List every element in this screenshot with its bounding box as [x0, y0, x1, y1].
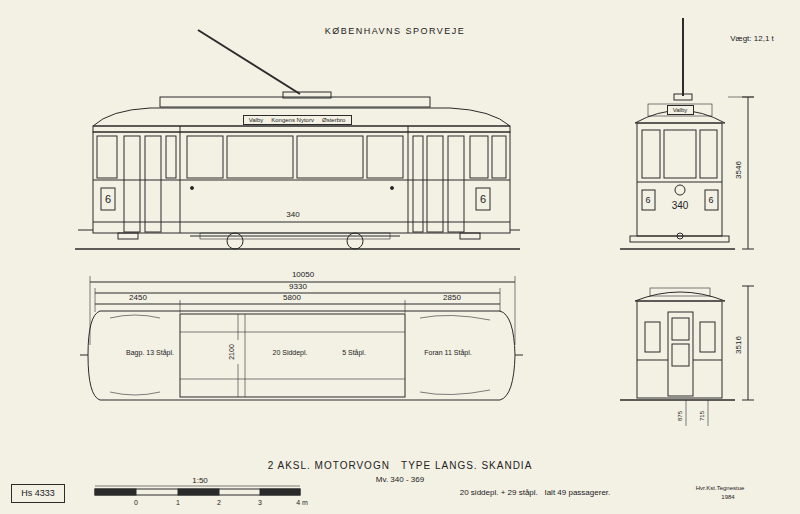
- dimension: 715: [699, 411, 705, 421]
- scale-number: 1: [176, 499, 180, 506]
- scale-number: 4 m: [296, 499, 308, 506]
- node-text: Valby: [249, 117, 264, 123]
- fleet-number: 340: [672, 201, 689, 211]
- capacity-note: 20 siddepl. + 29 ståpl. Ialt 49 passager…: [460, 489, 611, 497]
- destination-sign: Valby Kongens Nytorv Østerbro: [243, 115, 352, 125]
- route-number: 6: [645, 196, 650, 205]
- destination-sign: Valby: [667, 105, 694, 115]
- route-number: 6: [480, 194, 486, 205]
- dimension: 2450: [129, 294, 147, 302]
- series-note: Mv. 340 - 369: [376, 476, 424, 484]
- weight-note: Vægt: 12,1 t: [730, 35, 774, 43]
- drawing-caption: 2 AKSL. MOTORVOGN TYPE LANGS. SKANDIA: [268, 461, 533, 471]
- scale-number: 2: [217, 499, 221, 506]
- dimension: 9330: [289, 283, 307, 291]
- plan-note: 20 Siddepl.: [272, 349, 307, 356]
- node-text: Kongens Nytorv: [271, 117, 314, 123]
- dimension: 10050: [292, 271, 314, 279]
- dimension: 5800: [283, 294, 301, 302]
- drafter-note: Hvr.Kst.Tegnestue: [696, 485, 745, 491]
- scale-number: 3: [258, 499, 262, 506]
- dimension: 2850: [443, 294, 461, 302]
- fleet-number: 340: [286, 211, 299, 219]
- node-text: Valby: [673, 107, 688, 113]
- dimension: 3546: [735, 161, 743, 179]
- sheet-title: KØBENHAVNS SPORVEJE: [325, 27, 466, 36]
- dimension: 875: [677, 411, 683, 421]
- route-number: 6: [708, 196, 713, 205]
- node-text: Østerbro: [322, 117, 345, 123]
- drawing-number-box: Hs 4333: [11, 484, 65, 503]
- node-text: Hs 4333: [21, 489, 55, 498]
- route-number: 6: [105, 194, 111, 205]
- drafter-note: 1984: [721, 494, 734, 500]
- dimension: 3516: [735, 336, 743, 354]
- plan-note: 5 Ståpl.: [342, 349, 366, 356]
- plan-note: Bagp. 13 Ståpl.: [126, 349, 174, 356]
- dimension: 2100: [228, 344, 235, 360]
- plan-note: Foran 11 Ståpl.: [424, 349, 471, 356]
- scale-ratio: 1:50: [192, 477, 208, 485]
- scale-number: 0: [134, 499, 138, 506]
